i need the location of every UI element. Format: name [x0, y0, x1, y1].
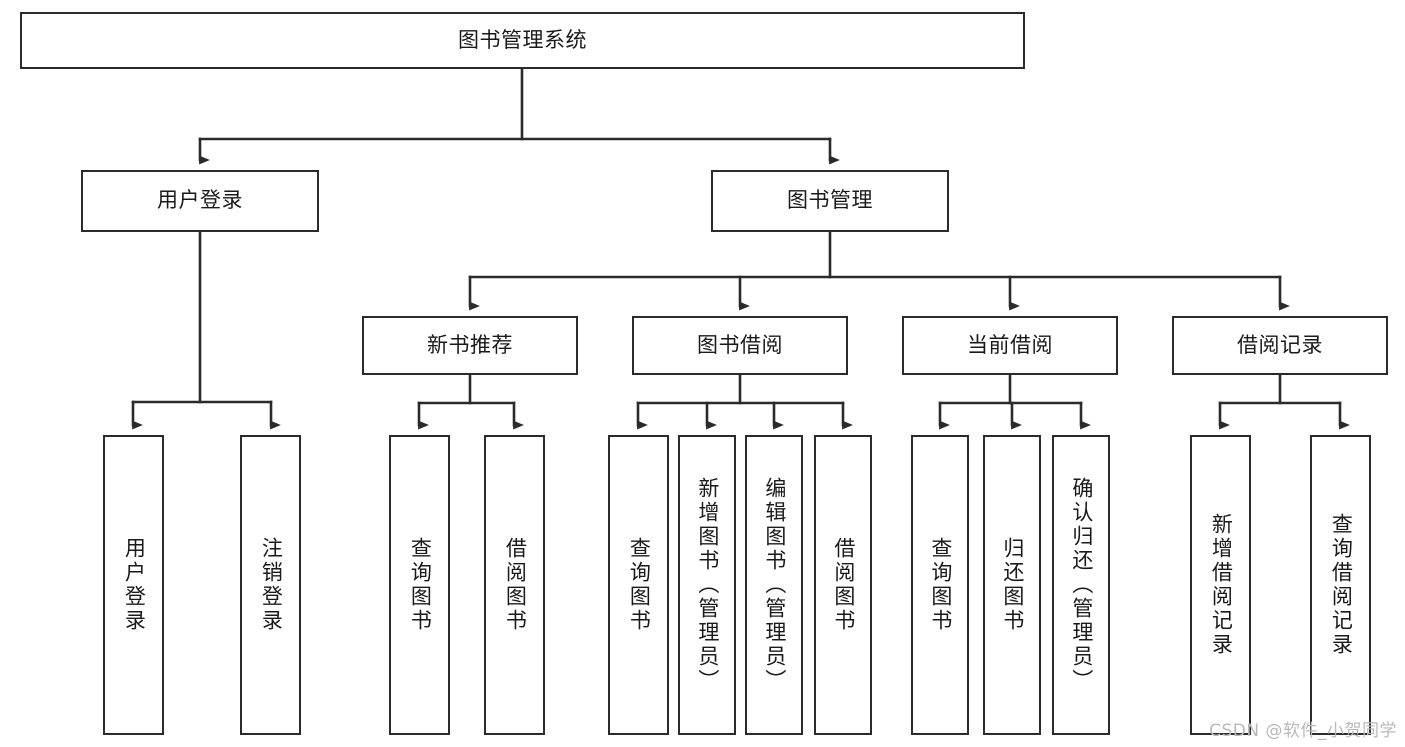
node-book-management-group-label: 图书管理: [787, 188, 873, 213]
leaf-user-login-label: 用户登录: [122, 537, 147, 633]
node-root-label: 图书管理系统: [458, 27, 587, 52]
leaf-borrow-add-book-label: 新增图书（管理员）: [695, 477, 720, 693]
leaf-user-logout-label: 注销登录: [259, 537, 284, 633]
leaf-user-login[interactable]: 用户登录: [103, 435, 164, 735]
node-current-borrow[interactable]: 当前借阅: [902, 316, 1118, 375]
leaf-current-confirm-return-label: 确认归还（管理员）: [1069, 477, 1094, 693]
leaf-borrow-add-book[interactable]: 新增图书（管理员）: [678, 435, 736, 735]
node-borrow-record-label: 借阅记录: [1237, 332, 1323, 357]
node-new-book-recommend-label: 新书推荐: [427, 332, 513, 357]
leaf-user-logout[interactable]: 注销登录: [240, 435, 301, 735]
csdn-watermark: CSDN @软件_小贺同学: [1209, 721, 1397, 741]
node-book-borrow[interactable]: 图书借阅: [632, 316, 848, 375]
node-user-login-group-label: 用户登录: [157, 188, 243, 213]
leaf-borrow-edit-book-label: 编辑图书（管理员）: [762, 477, 787, 693]
leaf-current-confirm-return[interactable]: 确认归还（管理员）: [1052, 435, 1110, 735]
leaf-borrow-lend-book-label: 借阅图书: [831, 537, 856, 633]
leaf-borrow-lend-book[interactable]: 借阅图书: [814, 435, 872, 735]
leaf-record-query-label: 查询借阅记录: [1329, 513, 1354, 657]
leaf-record-add[interactable]: 新增借阅记录: [1190, 435, 1251, 735]
leaf-recommend-borrow-book-label: 借阅图书: [503, 537, 528, 633]
node-root[interactable]: 图书管理系统: [20, 12, 1025, 69]
leaf-borrow-edit-book[interactable]: 编辑图书（管理员）: [745, 435, 803, 735]
leaf-current-return-book-label: 归还图书: [1000, 537, 1025, 633]
node-new-book-recommend[interactable]: 新书推荐: [362, 316, 578, 375]
leaf-current-query-book-label: 查询图书: [928, 537, 953, 633]
node-user-login-group[interactable]: 用户登录: [81, 170, 319, 232]
node-borrow-record[interactable]: 借阅记录: [1172, 316, 1388, 375]
leaf-record-query[interactable]: 查询借阅记录: [1310, 435, 1371, 735]
node-book-borrow-label: 图书借阅: [697, 332, 783, 357]
leaf-recommend-borrow-book[interactable]: 借阅图书: [484, 435, 545, 735]
leaf-current-query-book[interactable]: 查询图书: [911, 435, 969, 735]
node-book-management-group[interactable]: 图书管理: [711, 170, 949, 232]
leaf-record-add-label: 新增借阅记录: [1209, 513, 1234, 657]
leaf-borrow-query-book[interactable]: 查询图书: [608, 435, 669, 735]
leaf-recommend-query-book-label: 查询图书: [408, 537, 433, 633]
leaf-current-return-book[interactable]: 归还图书: [983, 435, 1041, 735]
leaf-recommend-query-book[interactable]: 查询图书: [389, 435, 450, 735]
node-current-borrow-label: 当前借阅: [967, 332, 1053, 357]
leaf-borrow-query-book-label: 查询图书: [627, 537, 652, 633]
